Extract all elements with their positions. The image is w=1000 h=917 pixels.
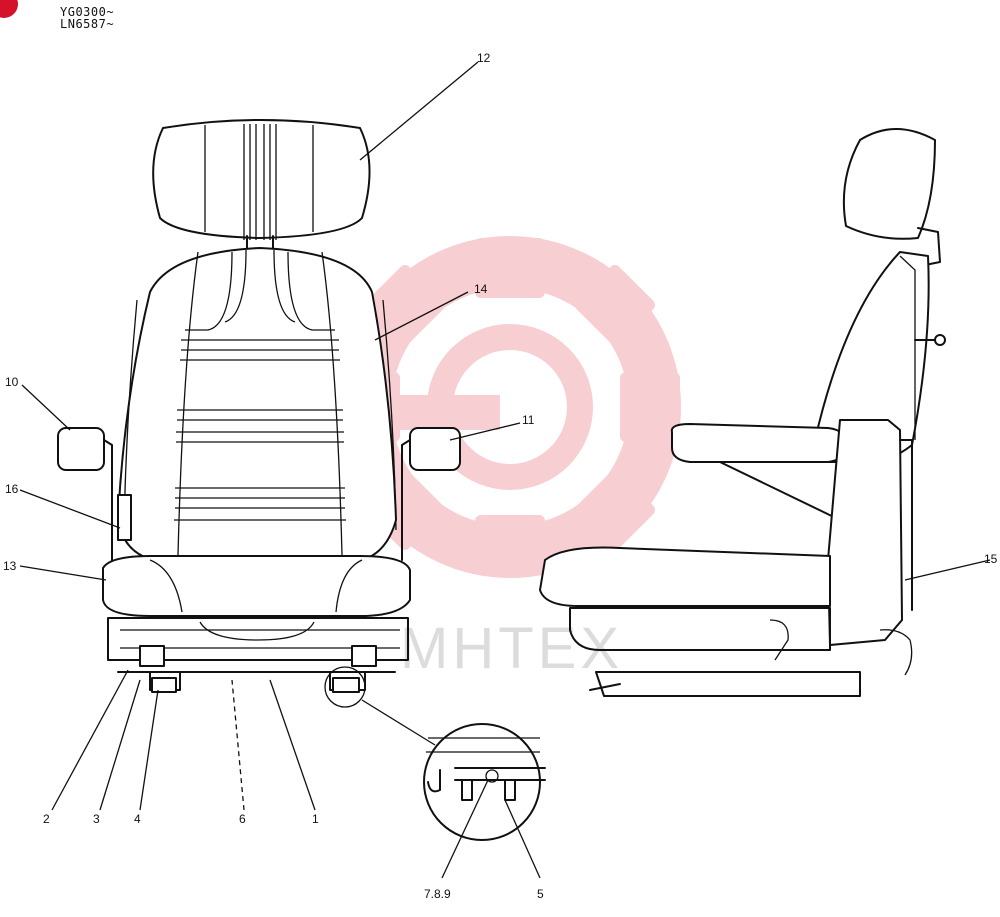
part-label-13: 13 xyxy=(3,559,17,573)
headrest-side xyxy=(842,128,936,240)
watermark-text: MHTEX xyxy=(400,616,623,681)
seat-cushion-front xyxy=(102,555,411,617)
part-label-14: 14 xyxy=(474,282,488,296)
part-labels: 12 14 10 11 16 13 15 2 3 4 6 1 7.8.9 5 xyxy=(3,51,998,901)
armrest-right xyxy=(409,427,461,471)
part-label-10: 10 xyxy=(5,375,19,389)
part-label-15: 15 xyxy=(984,552,998,566)
part-label-7-8-9: 7.8.9 xyxy=(424,887,451,901)
leader-lines xyxy=(19,61,991,879)
armrest-side xyxy=(670,423,848,463)
part-label-5: 5 xyxy=(537,887,544,901)
part-label-12: 12 xyxy=(477,51,491,65)
serial-range-2: LN6587~ xyxy=(60,17,115,31)
part-label-6: 6 xyxy=(239,812,246,826)
part-label-4: 4 xyxy=(134,812,141,826)
seat-cushion-side xyxy=(539,546,831,607)
part-label-16: 16 xyxy=(5,482,19,496)
seat-side-view xyxy=(539,128,946,697)
part-label-2: 2 xyxy=(43,812,50,826)
part-label-3: 3 xyxy=(93,812,100,826)
armrest-left xyxy=(57,427,105,471)
part-label-1: 1 xyxy=(312,812,319,826)
serial-range-1: YG0300~ xyxy=(60,5,115,19)
detail-view xyxy=(361,699,546,841)
backrest-front xyxy=(117,247,397,563)
headrest-front xyxy=(152,119,371,239)
seat-front-view xyxy=(57,119,461,708)
part-label-11: 11 xyxy=(522,413,535,427)
detail-callout-circle xyxy=(324,666,366,708)
corner-badge xyxy=(0,0,18,18)
